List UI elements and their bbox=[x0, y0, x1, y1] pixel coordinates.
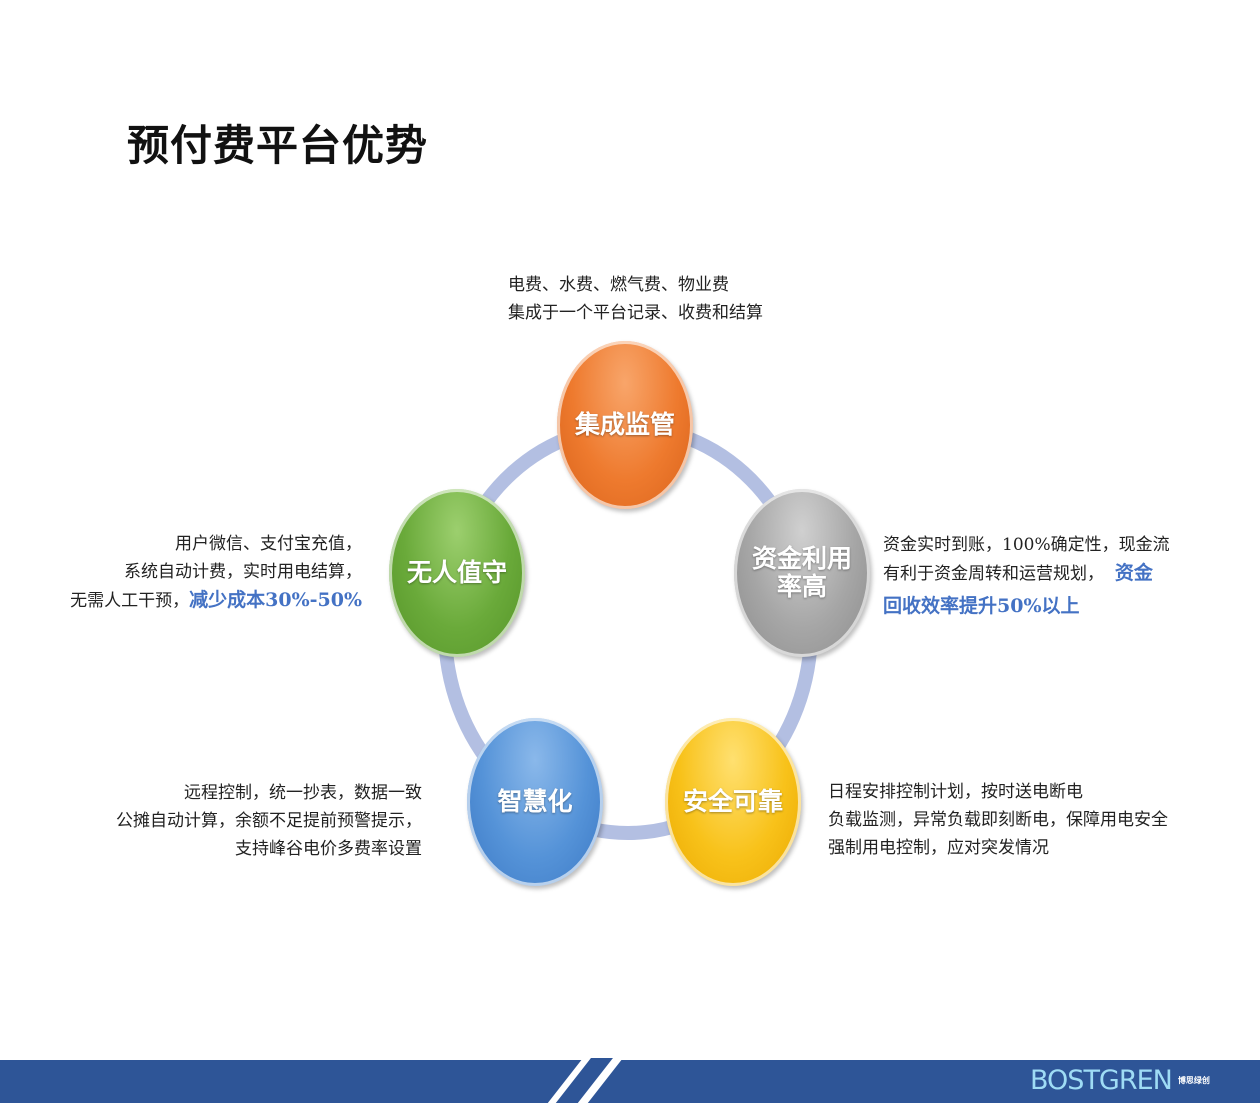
desc-line: 系统自动计费，实时用电结算， bbox=[124, 562, 362, 582]
desc-line: 电费、水费、燃气费、物业费 bbox=[508, 275, 729, 295]
node-label: 安全可靠 bbox=[682, 787, 783, 816]
desc-line: 远程控制，统一抄表，数据一致 bbox=[184, 783, 422, 803]
desc-line: 有利于资金周转和运营规划， bbox=[883, 564, 1104, 584]
desc-highlight: 减少成本30%-50% bbox=[189, 589, 362, 611]
node-smart: 智慧化 bbox=[467, 718, 603, 886]
desc-line: 集成于一个平台记录、收费和结算 bbox=[508, 303, 763, 323]
node-label: 无人值守 bbox=[406, 558, 507, 587]
page-title: 预付费平台优势 bbox=[127, 121, 429, 170]
node-label: 智慧化 bbox=[497, 787, 573, 816]
desc-line: 日程安排控制计划，按时送电断电 bbox=[828, 782, 1083, 802]
desc-highlight: 资金 bbox=[1114, 562, 1153, 584]
desc-line: 无需人工干预， bbox=[70, 591, 190, 611]
node-unattended: 无人值守 bbox=[389, 489, 525, 657]
desc-highlight: 回收效率提升50%以上 bbox=[883, 595, 1080, 617]
node-funds: 资金利用率高 bbox=[734, 489, 870, 657]
desc-safe: 日程安排控制计划，按时送电断电 负载监测，异常负载即刻断电，保障用电安全 强制用… bbox=[828, 778, 1168, 862]
desc-line: 强制用电控制，应对突发情况 bbox=[828, 838, 1049, 858]
node-label: 资金利用 bbox=[751, 544, 852, 573]
node-integrated: 集成监管 bbox=[557, 341, 693, 509]
desc-line: 负载监测，异常负载即刻断电，保障用电安全 bbox=[828, 810, 1168, 830]
node-label: 集成监管 bbox=[574, 410, 675, 439]
desc-line: 资金实时到账，100%确定性，现金流 bbox=[883, 535, 1170, 555]
node-label: 率高 bbox=[776, 572, 827, 601]
desc-integrated: 电费、水费、燃气费、物业费 集成于一个平台记录、收费和结算 bbox=[508, 271, 763, 327]
desc-line: 用户微信、支付宝充值， bbox=[175, 534, 362, 554]
node-safe: 安全可靠 bbox=[665, 718, 801, 886]
desc-smart: 远程控制，统一抄表，数据一致 公摊自动计算，余额不足提前预警提示， 支持峰谷电价… bbox=[116, 779, 422, 863]
brand-logo: BOSTGREN bbox=[1030, 1065, 1173, 1096]
footer-bar bbox=[0, 1060, 1260, 1103]
desc-line: 支持峰谷电价多费率设置 bbox=[235, 839, 422, 859]
desc-funds: 资金实时到账，100%确定性，现金流 有利于资金周转和运营规划， 资金 回收效率… bbox=[883, 531, 1170, 624]
desc-line: 公摊自动计算，余额不足提前预警提示， bbox=[116, 811, 422, 831]
brand-logo-group: BOSTGREN 博思绿创 bbox=[1030, 1062, 1210, 1100]
brand-logo-cn: 博思绿创 bbox=[1177, 1076, 1210, 1085]
desc-unattended: 用户微信、支付宝充值， 系统自动计费，实时用电结算， 无需人工干预，减少成本30… bbox=[70, 530, 362, 615]
